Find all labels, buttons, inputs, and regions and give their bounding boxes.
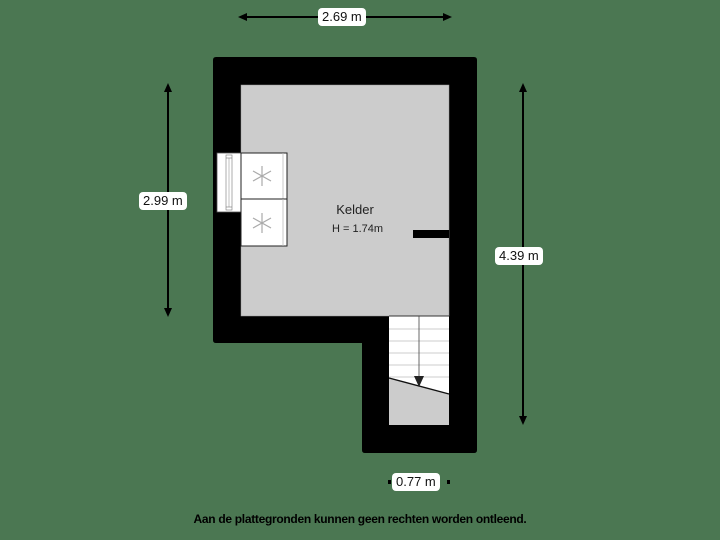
window-icon	[216, 152, 242, 213]
dimension-label-right: 4.39 m	[495, 247, 543, 265]
dryer-icon	[240, 198, 288, 247]
staircase-icon	[388, 315, 450, 395]
dimension-label-bottom: 0.77 m	[392, 473, 440, 491]
washing-machine-icon	[240, 152, 288, 200]
dimension-label-top: 2.69 m	[318, 8, 366, 26]
wall-stub	[413, 230, 449, 238]
room-name: Kelder	[336, 202, 374, 217]
room-height: H = 1.74m	[331, 223, 384, 235]
disclaimer-text: Aan de plattegronden kunnen geen rechten…	[193, 512, 527, 526]
dimension-label-left: 2.99 m	[139, 192, 187, 210]
stair-direction-arrow-icon	[414, 376, 424, 387]
dimension-bottom	[388, 480, 450, 484]
